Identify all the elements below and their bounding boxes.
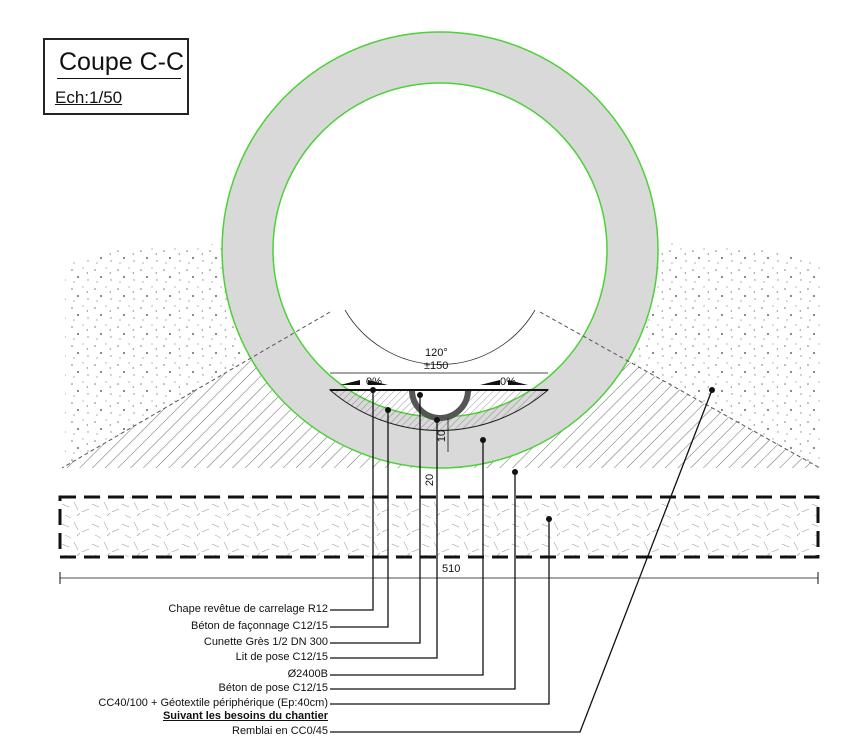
scale-label: Ech:1/50 <box>55 88 123 107</box>
section-title: Coupe C-C <box>59 48 185 76</box>
label-lit-de-pose: Lit de pose C12/15 <box>235 651 328 663</box>
leader-lines <box>330 389 713 733</box>
label-chape: Chape revêtue de carrelage R12 <box>168 603 328 615</box>
label-beton-pose: Béton de pose C12/15 <box>218 682 328 694</box>
label-pipe: Ø2400B <box>287 668 328 680</box>
channel <box>409 389 471 421</box>
label-cunette: Cunette Grès 1/2 DN 300 <box>203 636 328 648</box>
dimension-20: 20 <box>424 473 437 487</box>
pipe-wall <box>221 31 659 469</box>
gravel-layer <box>58 495 820 559</box>
dimension-10: 10 <box>436 429 449 443</box>
label-remblai: Remblai en CC0/45 <box>232 725 328 737</box>
width-dimension: ±150 <box>424 360 449 372</box>
angle-dimension: 120° <box>425 347 448 359</box>
total-width-dimension: 510 <box>442 563 461 575</box>
label-beton-faconnage: Béton de façonnage C12/15 <box>190 620 328 632</box>
title-block: Coupe C-C Ech:1/50 <box>43 38 189 115</box>
slope-left: 0% <box>366 376 382 388</box>
label-cc40: CC40/100 + Géotextile périphérique (Ep:4… <box>98 697 328 709</box>
label-note: Suivant les besoins du chantier <box>162 710 328 722</box>
slope-right: 0% <box>500 376 516 388</box>
